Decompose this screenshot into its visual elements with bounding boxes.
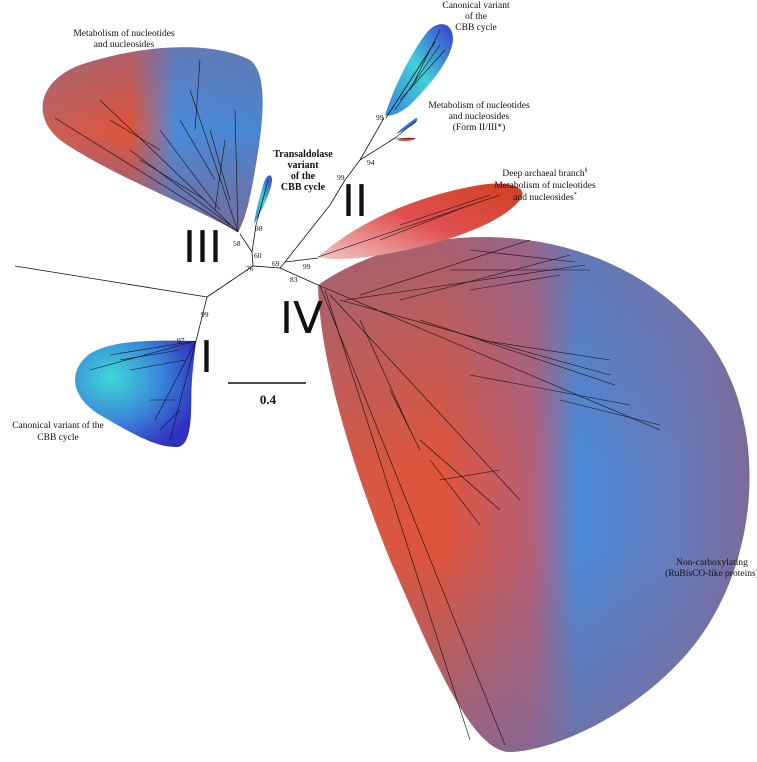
form-ii-canonical-line3: CBB cycle	[455, 23, 496, 33]
clade-label-ii: II	[342, 176, 368, 227]
deep-archaeal-shape	[318, 183, 523, 260]
clade-i-shape	[75, 340, 196, 448]
form-i-label-line1: Canonical variant of the	[12, 420, 104, 431]
scale-bar: 0.4	[228, 382, 306, 407]
form-ii-canonical-line1: Canonical variant	[442, 1, 510, 11]
bootstrap-value: 69	[272, 259, 280, 268]
deep-archaeal-line3: and nucleosides*	[513, 192, 576, 203]
clade-iv-branches	[317, 239, 661, 746]
clade-i-branches	[89, 340, 197, 441]
clade-label-iv: IV	[280, 293, 323, 344]
annotation-form-ii-iii: Metabolism of nucleotides and nucleoside…	[428, 100, 530, 133]
bootstrap-values: 99 97 76 60 58 98 69 83 99 99 94 99	[177, 113, 384, 345]
annotation-form-ii-canonical: Canonical variant of the CBB cycle	[442, 1, 510, 33]
form-iv-line2: (RuBisCO-like proteins)	[665, 568, 757, 579]
form-ii-iii-line1: Metabolism of nucleotides	[428, 100, 530, 111]
form-iii-line2: and nucleosides	[94, 40, 155, 50]
bootstrap-value: 99	[337, 173, 345, 182]
clade-label-iii: III	[183, 222, 222, 273]
bootstrap-value: 60	[254, 251, 262, 260]
clade-label-i: I	[200, 332, 213, 383]
clade-iv-shape	[318, 237, 750, 752]
form-ii-iii-line3: (Form II/III*)	[453, 122, 506, 133]
clade-ii-form-ii-iii-shape	[396, 118, 418, 142]
deep-archaeal-branches	[317, 194, 501, 258]
annotation-form-i: Canonical variant of the CBB cycle	[12, 420, 104, 443]
form-ii-canonical-line2: of the	[465, 11, 487, 22]
form-ii-iii-line2: and nucleosides	[449, 112, 510, 122]
deep-archaeal-line2: Metabolism of nucleotides	[494, 180, 596, 191]
clade-ii-branches	[394, 29, 446, 140]
annotation-deep-archaeal: Deep archaeal branch§ Metabolism of nucl…	[494, 168, 596, 203]
bootstrap-value: 99	[303, 262, 311, 271]
form-iv-line1: Non-carboxylating	[676, 558, 748, 568]
deep-archaeal-line1: Deep archaeal branch§	[502, 168, 587, 179]
form-i-label-line2: CBB cycle	[37, 433, 78, 443]
bootstrap-value: 83	[290, 275, 298, 284]
transaldolase-line3: of the	[291, 171, 316, 182]
transaldolase-line4: CBB cycle	[281, 182, 326, 193]
bootstrap-value: 99	[201, 310, 209, 319]
clade-iii-shape	[42, 47, 263, 233]
bootstrap-value: 99	[376, 113, 384, 122]
bootstrap-value: 98	[255, 224, 263, 233]
bootstrap-value: 94	[367, 158, 375, 167]
annotation-form-iii: Metabolism of nucleotides and nucleoside…	[73, 28, 175, 50]
transaldolase-line1: Transaldolase	[273, 149, 333, 160]
bootstrap-value: 97	[177, 336, 185, 345]
scale-bar-label: 0.4	[260, 392, 277, 407]
annotation-transaldolase: Transaldolase variant of the CBB cycle	[273, 149, 333, 193]
tree-backbone	[14, 41, 436, 342]
transaldolase-branches	[255, 179, 269, 226]
bootstrap-value: 76	[246, 264, 254, 273]
annotation-form-iv: Non-carboxylating (RuBisCO-like proteins…	[665, 558, 757, 579]
form-iii-line1: Metabolism of nucleotides	[73, 28, 175, 39]
bootstrap-value: 58	[233, 239, 241, 248]
transaldolase-line2: variant	[287, 160, 319, 171]
clade-iii-branches	[54, 59, 239, 233]
